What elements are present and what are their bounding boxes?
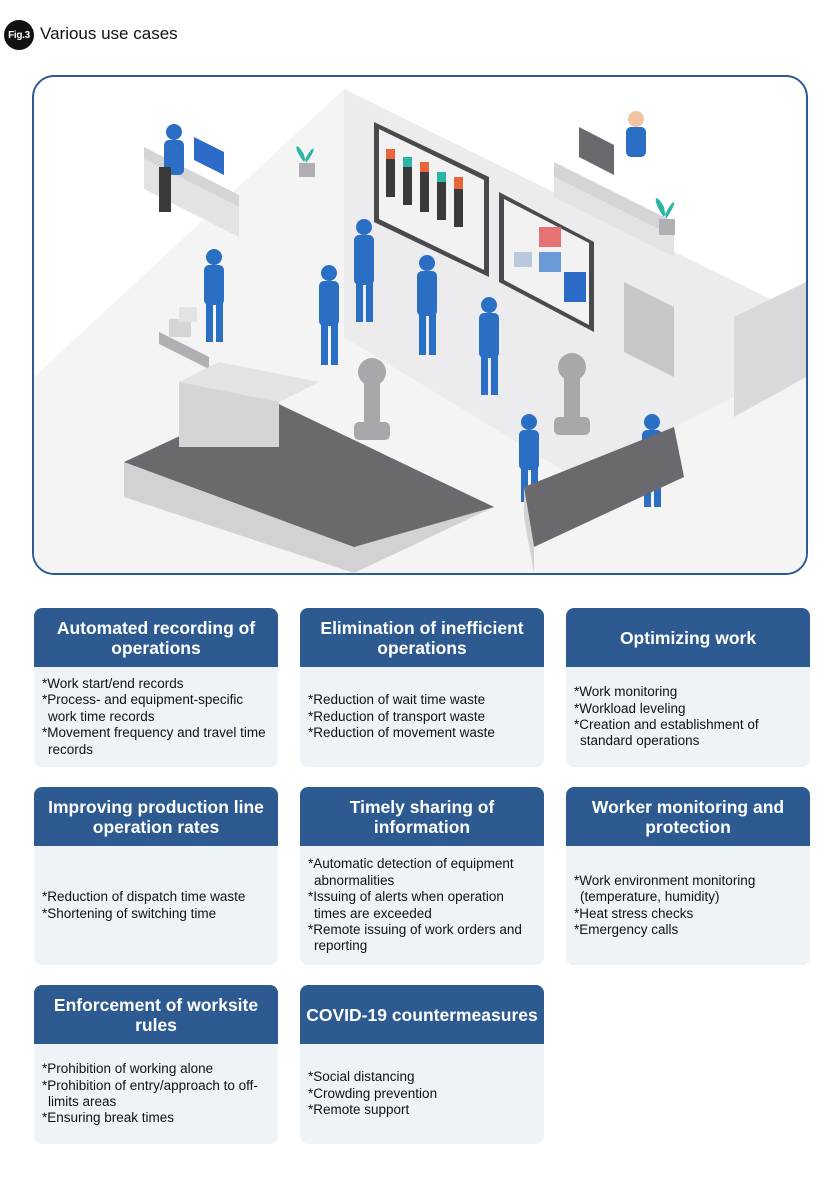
- card-list: *Automatic detection of equipment abnorm…: [308, 856, 536, 954]
- conveyor-left: [124, 362, 494, 573]
- list-item: *Remote support: [308, 1102, 410, 1118]
- list-item: *Issuing of alerts when operation times …: [308, 889, 504, 921]
- plant-left: [296, 146, 315, 177]
- office-desk-left: [144, 124, 239, 237]
- use-case-card-optimizing-work: Optimizing work *Work monitoring *Worklo…: [566, 608, 810, 767]
- list-item: *Social distancing: [308, 1069, 415, 1085]
- card-title: Worker monitoring and protection: [566, 787, 810, 846]
- figure-title: Various use cases: [40, 24, 178, 43]
- side-wall: [734, 282, 806, 417]
- list-item: *Creation and establishment of standard …: [574, 717, 759, 749]
- card-title: Automated recording of operations: [34, 608, 278, 667]
- card-title: Optimizing work: [566, 608, 810, 667]
- use-case-card-worker-monitoring: Worker monitoring and protection *Work e…: [566, 787, 810, 965]
- list-item: *Work environment monitoring (temperatur…: [574, 872, 756, 905]
- list-item: *Reduction of transport waste: [308, 708, 486, 724]
- plant-right: [655, 198, 675, 235]
- robot-arm-right: [554, 353, 590, 435]
- card-list: *Work monitoring *Workload leveling *Cre…: [574, 684, 802, 750]
- list-item: *Automatic detection of equipment abnorm…: [308, 856, 514, 888]
- factory-illustration: [32, 75, 808, 575]
- list-item: *Emergency calls: [574, 921, 679, 937]
- door: [624, 282, 674, 377]
- list-item: *Prohibition of working alone: [42, 1061, 214, 1077]
- list-item: *Workload leveling: [574, 700, 686, 716]
- use-case-card-covid: COVID-19 countermeasures *Social distanc…: [300, 985, 544, 1144]
- list-item: *Process- and equipment-specific work ti…: [42, 692, 244, 724]
- card-list: *Work environment monitoring (temperatur…: [574, 873, 802, 939]
- use-case-card-automated-recording: Automated recording of operations *Work …: [34, 608, 278, 767]
- list-item: *Ensuring break times: [42, 1110, 175, 1126]
- dashboard-monitor-2: [499, 192, 594, 332]
- list-item: *Reduction of wait time waste: [308, 692, 486, 708]
- list-item: *Reduction of movement waste: [308, 725, 495, 741]
- card-title: Improving production line operation rate…: [34, 787, 278, 846]
- list-item: *Remote issuing of work orders and repor…: [308, 921, 522, 954]
- list-item: *Work start/end records: [42, 675, 184, 691]
- dashboard-monitor-1: [374, 122, 489, 277]
- list-item: *Reduction of dispatch time waste: [42, 889, 246, 905]
- card-title: Timely sharing of information: [300, 787, 544, 846]
- card-title: Elimination of inefficient operations: [300, 608, 544, 667]
- card-list: *Work start/end records *Process- and eq…: [42, 676, 270, 758]
- card-list: *Reduction of dispatch time waste *Short…: [42, 889, 245, 922]
- card-title: Enforcement of worksite rules: [34, 985, 278, 1044]
- factory-scene: [34, 89, 806, 573]
- use-case-card-timely-sharing: Timely sharing of information *Automatic…: [300, 787, 544, 965]
- robot-arm-left: [354, 358, 390, 440]
- hand-cart: [159, 307, 209, 369]
- use-case-card-enforcement: Enforcement of worksite rules *Prohibiti…: [34, 985, 278, 1144]
- use-case-card-improving-production: Improving production line operation rate…: [34, 787, 278, 965]
- list-item: *Heat stress checks: [574, 905, 694, 921]
- list-item: *Prohibition of entry/approach to off-li…: [42, 1077, 258, 1109]
- office-desk-right: [554, 111, 674, 257]
- list-item: *Work monitoring: [574, 684, 678, 700]
- card-list: *Reduction of wait time waste *Reduction…: [308, 692, 495, 741]
- card-title: COVID-19 countermeasures: [300, 985, 544, 1044]
- card-list: *Prohibition of working alone *Prohibiti…: [42, 1061, 270, 1127]
- list-item: *Movement frequency and travel time reco…: [42, 725, 266, 757]
- card-list: *Social distancing *Crowding prevention …: [308, 1069, 437, 1118]
- conveyor-right: [524, 427, 684, 573]
- list-item: *Shortening of switching time: [42, 905, 217, 921]
- list-item: *Crowding prevention: [308, 1085, 438, 1101]
- figure-number-badge: Fig.3: [4, 20, 34, 50]
- use-case-card-elimination: Elimination of inefficient operations *R…: [300, 608, 544, 767]
